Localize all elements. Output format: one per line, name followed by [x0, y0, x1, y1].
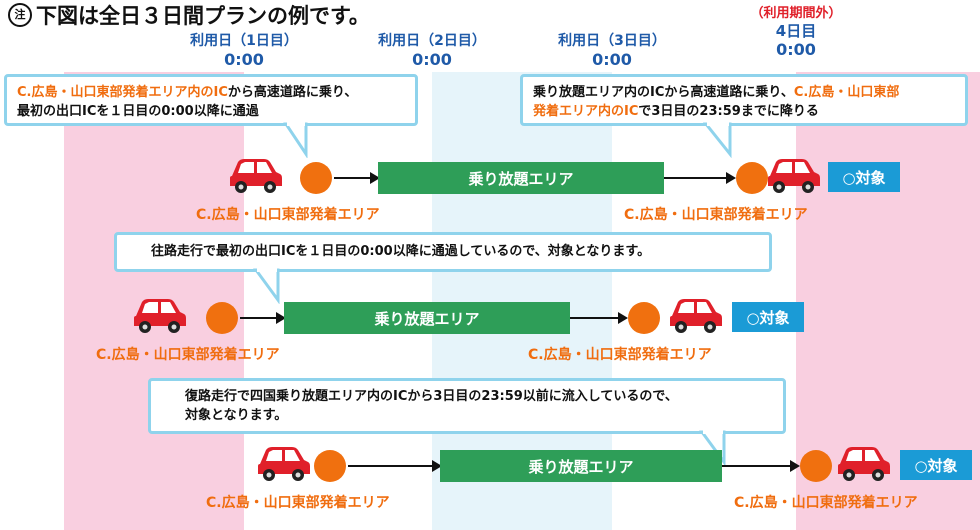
- departure-area-label: C.広島・山口東部発着エリア: [96, 347, 280, 363]
- day-label: 利用日（2日目）: [378, 33, 486, 49]
- car-icon: [230, 159, 282, 193]
- callout-return-note: 復路走行で四国乗り放題エリア内のICから3日目の23:59以前に流入しているので…: [148, 378, 786, 434]
- car-icon: [258, 447, 310, 481]
- route-arrow: [240, 312, 286, 324]
- note-mark: 注: [8, 3, 32, 27]
- callout-text: で3日目の23:59までに降りる: [638, 104, 819, 119]
- unlimited-zone-bar: 乗り放題エリア: [284, 302, 570, 334]
- eligible-badge: ○対象: [732, 302, 804, 332]
- day-header-1: 利用日（1日目） 0:00: [174, 32, 314, 70]
- route-arrow: [348, 460, 442, 472]
- callout-tail: [702, 122, 732, 158]
- day-header-3: 利用日（3日目） 0:00: [542, 32, 682, 70]
- callout-tail: [253, 268, 280, 304]
- ic-point: [206, 302, 238, 334]
- ic-point: [314, 450, 346, 482]
- arrival-area-label: C.広島・山口東部発着エリア: [528, 347, 712, 363]
- day-time: 0:00: [776, 40, 816, 59]
- departure-area-label: C.広島・山口東部発着エリア: [206, 495, 390, 511]
- callout-text: 往路走行で最初の出口ICを１日目の0:00以降に通過しているので、対象となります…: [151, 244, 651, 259]
- callout-text: から高速道路に乗り、: [227, 85, 358, 100]
- route-arrow: [570, 312, 628, 324]
- day-label: 利用日（1日目）: [190, 33, 298, 49]
- callout-orange-text: C.広島・山口東部: [793, 85, 900, 100]
- departure-area-label: C.広島・山口東部発着エリア: [196, 207, 380, 223]
- day-header-2: 利用日（2日目） 0:00: [362, 32, 502, 70]
- ic-point: [800, 450, 832, 482]
- day-label: 利用日（3日目）: [558, 33, 666, 49]
- eligible-badge: ○対象: [828, 162, 900, 192]
- callout-orange-text: 発着エリア内のIC: [533, 104, 639, 119]
- callout-text: 最初の出口ICを１日目の0:00以降に通過: [17, 104, 259, 119]
- ic-point: [736, 162, 768, 194]
- day-time: 0:00: [592, 50, 632, 69]
- callout-exit-condition: 乗り放題エリア内のICから高速道路に乗り、C.広島・山口東部 発着エリア内のIC…: [520, 74, 968, 126]
- route-arrow: [664, 172, 736, 184]
- unlimited-zone-bar: 乗り放題エリア: [378, 162, 664, 194]
- ic-point: [628, 302, 660, 334]
- car-icon: [670, 299, 722, 333]
- outside-period-note: （利用期間外）: [750, 6, 842, 21]
- day-time: 0:00: [412, 50, 452, 69]
- route-arrow: [334, 172, 380, 184]
- page-title: 注 下図は全日３日間プランの例です。: [8, 2, 370, 28]
- callout-orange-text: C.広島・山口東部発着エリア内のIC: [17, 85, 228, 100]
- day-label: 4日目: [775, 22, 817, 40]
- callout-entry-condition: C.広島・山口東部発着エリア内のICから高速道路に乗り、 最初の出口ICを１日目…: [4, 74, 418, 126]
- route-arrow: [722, 460, 800, 472]
- callout-text: 乗り放題エリア内のICから高速道路に乗り、: [533, 85, 794, 100]
- title-text: 下図は全日３日間プランの例です。: [36, 4, 370, 28]
- unlimited-zone-bar: 乗り放題エリア: [440, 450, 722, 482]
- car-icon: [134, 299, 186, 333]
- ic-point: [300, 162, 332, 194]
- day-header-4: （利用期間外） 4日目 0:00: [726, 6, 866, 60]
- callout-tail: [283, 122, 308, 158]
- car-icon: [768, 159, 820, 193]
- arrival-area-label: C.広島・山口東部発着エリア: [734, 495, 918, 511]
- callout-text: 対象となります。: [185, 408, 288, 423]
- arrival-area-label: C.広島・山口東部発着エリア: [624, 207, 808, 223]
- callout-text: 復路走行で四国乗り放題エリア内のICから3日目の23:59以前に流入しているので…: [185, 389, 678, 404]
- eligible-badge: ○対象: [900, 450, 972, 480]
- car-icon: [838, 447, 890, 481]
- callout-outbound-note: 往路走行で最初の出口ICを１日目の0:00以降に通過しているので、対象となります…: [114, 232, 772, 272]
- day-time: 0:00: [224, 50, 264, 69]
